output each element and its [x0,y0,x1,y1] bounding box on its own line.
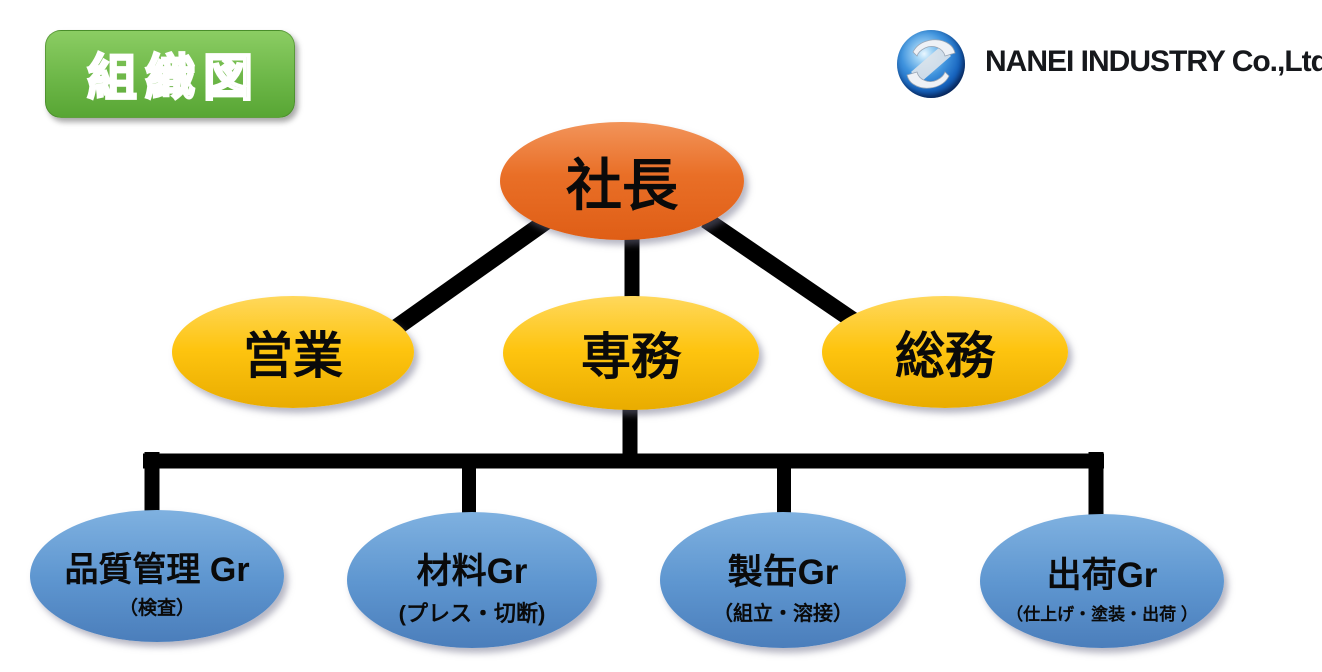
node-seikan-group-sub: （組立・溶接） [713,603,853,625]
node-soumu: 総務 [822,296,1068,408]
node-shipping-group: 出荷Gr （仕上げ・塗装・出荷 ） [980,514,1224,648]
node-shipping-group-sub: （仕上げ・塗装・出荷 ） [1006,605,1198,624]
connector-president-soumu [701,212,875,340]
node-quality-group-sub: （検査） [118,598,195,619]
title-badge: 組織図 [45,30,295,118]
node-senmu: 専務 [503,296,759,410]
node-sales: 営業 [172,296,414,408]
node-material-group-sub: (プレス・切断) [398,600,546,626]
node-material-group-label: 材料Gr [416,551,528,591]
node-seikan-group-label: 製缶Gr [727,553,839,592]
node-quality-group: 品質管理 Gr （検査） [30,510,284,642]
node-sales-label: 営業 [243,328,343,384]
page-title: 組織図 [86,49,261,107]
node-shipping-group-label: 出荷Gr [1046,556,1158,595]
globe-swirl-icon [897,30,965,98]
connector-president-sales [385,213,553,339]
node-seikan-group: 製缶Gr （組立・溶接） [660,512,906,648]
node-president: 社長 [500,122,744,240]
company-name: NANEI INDUSTRY Co.,Ltd. [985,45,1322,78]
node-material-group: 材料Gr (プレス・切断) [347,512,597,648]
node-senmu-label: 専務 [581,329,681,385]
node-soumu-label: 総務 [895,328,995,384]
node-president-label: 社長 [566,153,678,217]
node-quality-group-label: 品質管理 Gr [64,551,250,589]
